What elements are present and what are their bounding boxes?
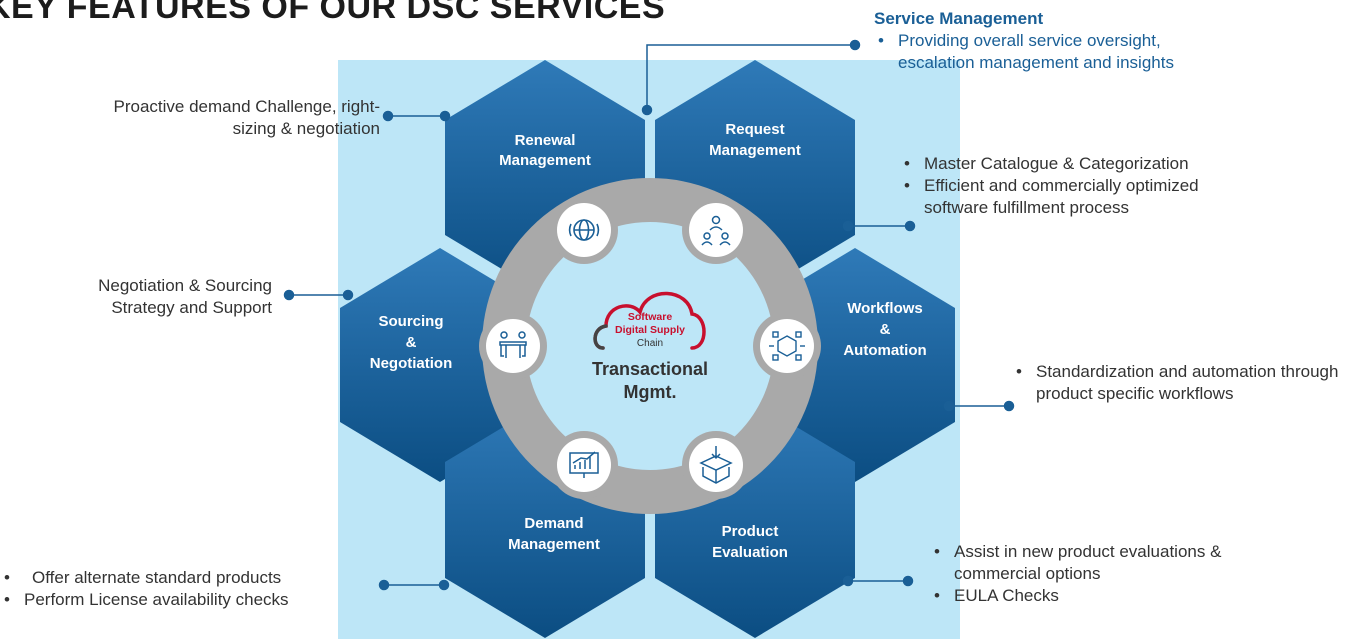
people-network-icon — [701, 215, 731, 246]
demand-note-item-1: Offer alternate standard products — [0, 567, 372, 589]
product-label-1: Product — [722, 523, 779, 540]
renewal-label-1: Renewal — [515, 132, 576, 149]
workflows-label-1: Workflows — [847, 300, 923, 317]
note-sourcing: Negotiation & Sourcing Strategy and Supp… — [40, 275, 272, 319]
sourcing-label-3: Negotiation — [370, 355, 453, 372]
center-label-2: Mgmt. — [624, 382, 677, 402]
center-circle — [526, 222, 774, 470]
icon-circle-workflows[interactable] — [753, 312, 821, 380]
icon-circle-renewal[interactable] — [550, 196, 618, 264]
note-renewal: Proactive demand Challenge, right-sizing… — [84, 96, 380, 140]
note-product: Assist in new product evaluations & comm… — [930, 541, 1290, 607]
service-management-heading: Service Management — [874, 9, 1044, 28]
renewal-note-text: Proactive demand Challenge, right-sizing… — [113, 97, 380, 138]
dsc-logo — [593, 291, 706, 350]
logo-text-3: Chain — [637, 338, 663, 349]
page-title: KEY FEATURES OF OUR DSC SERVICES — [0, 0, 666, 26]
demand-label-1: Demand — [524, 515, 583, 532]
center-label-1: Transactional — [592, 359, 708, 379]
icon-circle-demand[interactable] — [550, 431, 618, 499]
service-management-item: Providing overall service oversight, esc… — [874, 30, 1254, 74]
product-label-2: Evaluation — [712, 544, 788, 561]
demand-note-item-2: Perform License availability checks — [0, 589, 372, 611]
request-note-item-2: Efficient and commercially optimized sof… — [900, 175, 1270, 219]
icon-circle-sourcing[interactable] — [479, 312, 547, 380]
icon-circle-request[interactable] — [682, 196, 750, 264]
icon-circle-product[interactable] — [682, 431, 750, 499]
connector-sourcing — [283, 289, 354, 301]
globe-icon — [568, 219, 600, 241]
box-download-icon — [699, 446, 733, 484]
workflows-note-item: Standardization and automation through p… — [1012, 361, 1362, 405]
logo-text-2: Digital Supply — [615, 324, 685, 336]
workflow-cube-icon — [769, 331, 805, 361]
note-demand: Offer alternate standard products Perfor… — [0, 567, 372, 611]
connector-request — [842, 220, 916, 232]
note-service-management: Service Management Providing overall ser… — [874, 8, 1254, 74]
note-workflows: Standardization and automation through p… — [1012, 361, 1362, 405]
sourcing-label-1: Sourcing — [378, 313, 443, 330]
chart-board-icon — [569, 451, 599, 478]
connector-service — [641, 39, 861, 116]
logo-text-1: Software — [628, 311, 673, 323]
connector-demand — [378, 579, 450, 591]
workflows-label-2: & — [880, 321, 891, 338]
note-request: Master Catalogue & Categorization Effici… — [900, 153, 1270, 219]
request-note-item-1: Master Catalogue & Categorization — [900, 153, 1270, 175]
connector-product — [842, 575, 914, 587]
product-note-item-1: Assist in new product evaluations & comm… — [930, 541, 1290, 585]
sourcing-note-text: Negotiation & Sourcing Strategy and Supp… — [98, 276, 272, 317]
connector-workflows — [943, 400, 1015, 412]
sourcing-label-2: & — [406, 334, 417, 351]
request-label-2: Management — [709, 142, 801, 159]
renewal-label-2: Management — [499, 152, 591, 169]
demand-label-2: Management — [508, 536, 600, 553]
connector-renewal — [382, 110, 451, 122]
workflows-label-3: Automation — [843, 342, 926, 359]
meeting-table-icon — [499, 331, 527, 358]
product-note-item-2: EULA Checks — [930, 585, 1290, 607]
request-label-1: Request — [725, 121, 784, 138]
